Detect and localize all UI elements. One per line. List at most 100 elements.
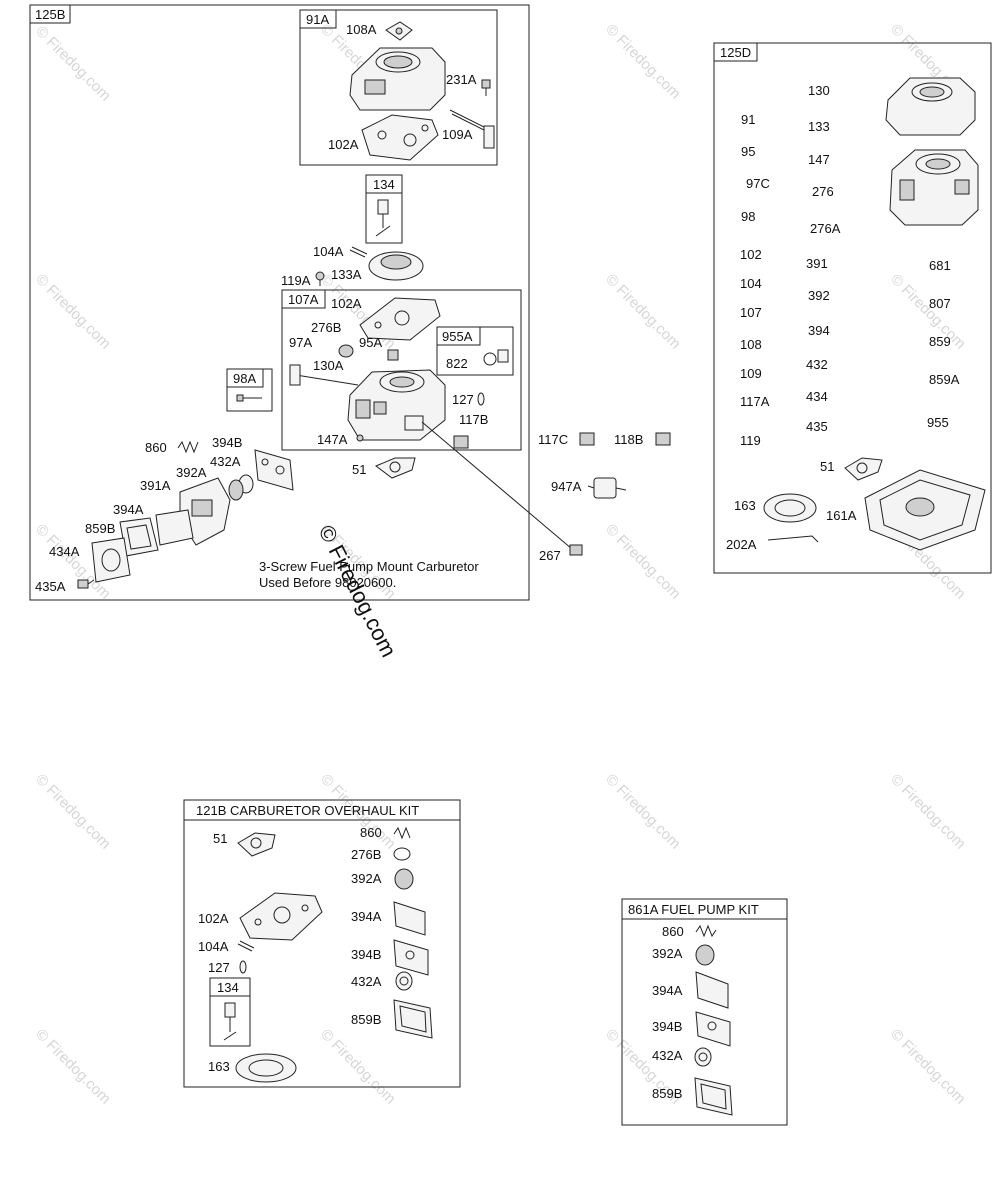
box-125d-label: 125D bbox=[720, 45, 751, 60]
label-130a: 130A bbox=[313, 358, 344, 373]
label-109a: 109A bbox=[442, 127, 473, 142]
screw-117b bbox=[453, 435, 469, 449]
kit-121b-label-102a: 102A bbox=[198, 911, 229, 926]
label-102a-mid: 102A bbox=[331, 296, 362, 311]
label-118b: 118B bbox=[614, 432, 643, 447]
pump-body-391a bbox=[179, 477, 231, 546]
part-117c bbox=[579, 432, 595, 446]
kit-861a-gasket-859b bbox=[694, 1077, 733, 1116]
kit-125d-label-163: 163 bbox=[734, 498, 756, 513]
kit-125d-c2-10: 435 bbox=[806, 419, 828, 434]
kit-121b-diaphragm-392a bbox=[394, 868, 414, 890]
kit-125d-c1-8: 109 bbox=[740, 366, 762, 381]
screw-119a bbox=[315, 271, 325, 286]
kit-125d-bowl-161a bbox=[864, 469, 986, 551]
watermark: © Firedog.com bbox=[32, 771, 114, 853]
kit-121b-label-432a: 432A bbox=[351, 974, 382, 989]
kit-121b-label-127: 127 bbox=[208, 960, 230, 975]
watermark: © Firedog.com bbox=[887, 1026, 969, 1108]
box-134-label: 134 bbox=[373, 177, 395, 192]
lever-109a bbox=[449, 109, 495, 149]
kit-125d-c2-4: 276A bbox=[810, 221, 841, 236]
box-98a-tag bbox=[226, 368, 264, 388]
cover-plate-108a bbox=[385, 21, 413, 41]
box-125d-tag bbox=[713, 42, 758, 62]
box-125b bbox=[29, 4, 530, 601]
needle-valve-134 bbox=[375, 199, 391, 237]
box-98a-label: 98A bbox=[233, 371, 256, 386]
kit-861a-label-859b: 859B bbox=[652, 1086, 682, 1101]
kit-125d-c2-7: 394 bbox=[808, 323, 830, 338]
label-97a: 97A bbox=[289, 335, 312, 350]
kit-861a-spring-860 bbox=[695, 924, 717, 938]
box-125b-tag bbox=[29, 4, 71, 24]
kit-125d-pump-cover bbox=[885, 77, 976, 136]
kit-121b-pin-104a bbox=[237, 940, 255, 952]
kit-125d-c2-5: 391 bbox=[806, 256, 828, 271]
kit-125d-c1-5: 104 bbox=[740, 276, 762, 291]
kit-121b-needle-134 bbox=[223, 1002, 237, 1041]
label-392a: 392A bbox=[176, 465, 207, 480]
box-125b-label: 125B bbox=[35, 7, 65, 22]
box-107a bbox=[281, 289, 522, 451]
screw-147a bbox=[356, 434, 364, 442]
kit-125d-c3-4: 955 bbox=[927, 415, 949, 430]
part-947a bbox=[587, 477, 627, 499]
label-859b: 859B bbox=[85, 521, 115, 536]
kit-125d-link-202a bbox=[767, 535, 819, 543]
kit-125d: 125D 91 95 97C bbox=[713, 42, 992, 574]
kit-125d-c2-2: 147 bbox=[808, 152, 830, 167]
box-125d bbox=[713, 42, 992, 574]
label-127: 127 bbox=[452, 392, 474, 407]
float-133a bbox=[368, 251, 424, 281]
pin-104a bbox=[349, 246, 368, 258]
label-117b: 117B bbox=[459, 412, 488, 427]
kit-121b-diaphragm-394a bbox=[393, 901, 426, 936]
box-134 bbox=[365, 174, 403, 244]
spring-860 bbox=[177, 440, 199, 454]
kit-125d-carb-body bbox=[889, 149, 979, 226]
screw-98a bbox=[236, 394, 262, 402]
kit-121b-label-134: 134 bbox=[217, 980, 239, 995]
diaphragm-392a bbox=[228, 479, 244, 501]
kit-125d-label-202a: 202A bbox=[726, 537, 757, 552]
label-147a: 147A bbox=[317, 432, 348, 447]
kit-121b-spring-860 bbox=[393, 826, 411, 840]
kit-121b: 121B CARBURETOR OVERHAUL KIT 134 bbox=[183, 799, 461, 1088]
screw-95a bbox=[387, 349, 399, 361]
box-91a-tag bbox=[299, 9, 337, 29]
label-276b: 276B bbox=[311, 320, 341, 335]
kit-125d-label-51: 51 bbox=[820, 459, 834, 474]
gasket-51 bbox=[375, 457, 416, 479]
diaphragm-394a bbox=[155, 509, 194, 546]
kit-121b-label-276b: 276B bbox=[351, 847, 381, 862]
kit-121b-label-51: 51 bbox=[213, 831, 227, 846]
kit-125d-c2-0: 130 bbox=[808, 83, 830, 98]
gasket-102a-top bbox=[361, 114, 439, 161]
kit-125d-gasket-51 bbox=[844, 457, 883, 481]
kit-861a-label-860: 860 bbox=[662, 924, 684, 939]
label-860: 860 bbox=[145, 440, 167, 455]
kit-861a-label-394a: 394A bbox=[652, 983, 683, 998]
kit-121b-cover-394b bbox=[393, 939, 429, 976]
label-51: 51 bbox=[352, 462, 366, 477]
label-133a: 133A bbox=[331, 267, 362, 282]
label-117c: 117C bbox=[538, 432, 568, 447]
kit-125d-c3-0: 681 bbox=[929, 258, 951, 273]
cover-394b bbox=[254, 449, 294, 491]
part-118b bbox=[655, 432, 671, 446]
gasket-102a-mid bbox=[359, 297, 441, 341]
kit-125d-c1-10: 119 bbox=[740, 433, 761, 448]
label-432a: 432A bbox=[210, 454, 241, 469]
label-108a: 108A bbox=[346, 22, 377, 37]
box-91a bbox=[299, 9, 498, 166]
kit-121b-label-392a: 392A bbox=[351, 871, 382, 886]
kit-861a-label-432a: 432A bbox=[652, 1048, 683, 1063]
kit-121b-gasket-859b bbox=[393, 999, 433, 1039]
label-391a: 391A bbox=[140, 478, 171, 493]
label-822: 822 bbox=[446, 356, 468, 371]
label-267: 267 bbox=[539, 548, 561, 563]
main-assembly-125b: 125B 91A 108A bbox=[29, 4, 530, 601]
box-121b bbox=[183, 799, 461, 1088]
